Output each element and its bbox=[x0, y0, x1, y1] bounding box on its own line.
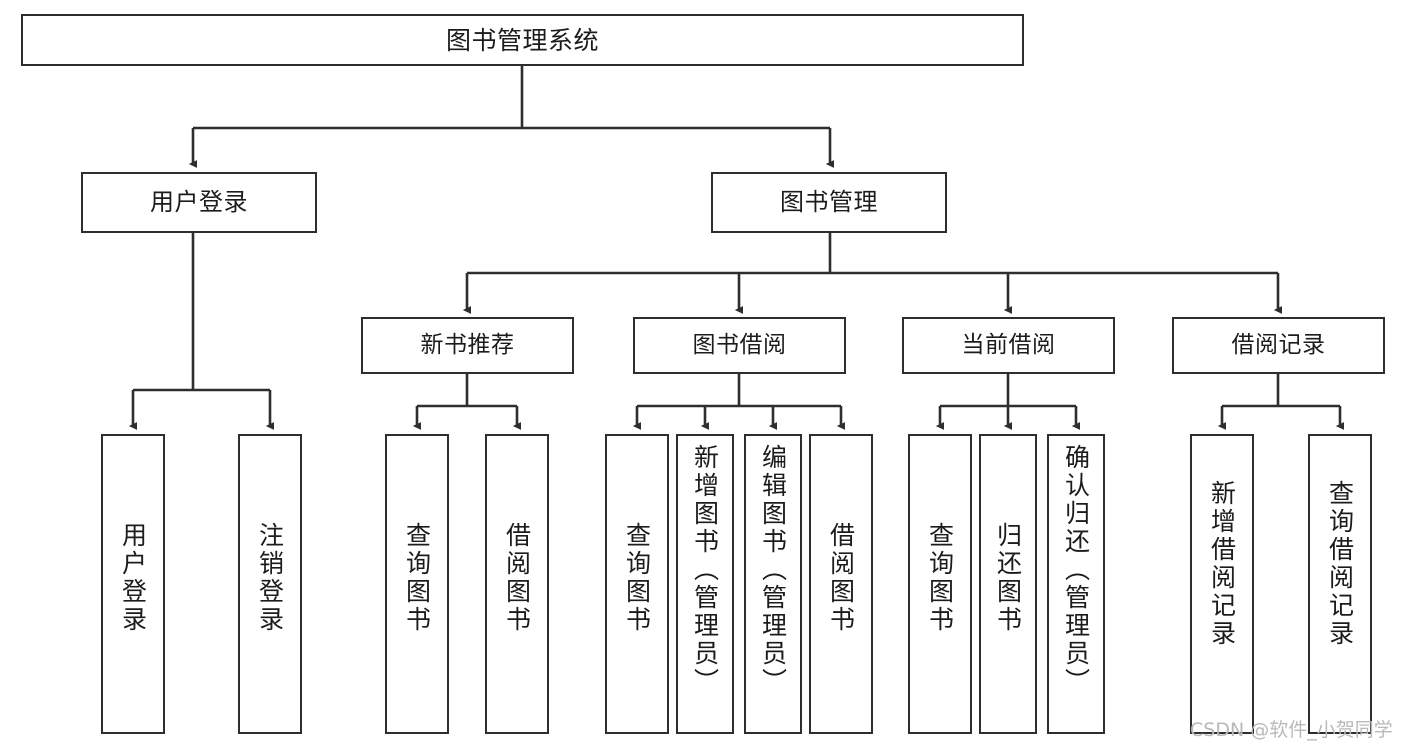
node-label: 当前借阅 bbox=[961, 332, 1056, 359]
node-label: 用户登录 bbox=[118, 522, 148, 634]
node-label: 编辑图书（管理员） bbox=[758, 444, 788, 696]
node-label: 查询借阅记录 bbox=[1325, 480, 1355, 648]
node-book-management-system[interactable]: 图书管理系统 bbox=[21, 14, 1024, 66]
node-label: 图书管理系统 bbox=[445, 25, 599, 55]
node-book-borrow[interactable]: 图书借阅 bbox=[633, 317, 846, 374]
node-label: 借阅图书 bbox=[826, 522, 856, 634]
node-label: 新增图书（管理员） bbox=[690, 444, 720, 696]
node-leaf-query-record[interactable]: 查询借阅记录 bbox=[1308, 434, 1372, 734]
node-leaf-borrow-book-2[interactable]: 借阅图书 bbox=[809, 434, 873, 734]
node-label: 查询图书 bbox=[402, 522, 432, 634]
node-leaf-return-book[interactable]: 归还图书 bbox=[979, 434, 1037, 734]
node-label: 归还图书 bbox=[993, 522, 1023, 634]
node-leaf-borrow-book-1[interactable]: 借阅图书 bbox=[485, 434, 549, 734]
node-leaf-query-book-3[interactable]: 查询图书 bbox=[908, 434, 972, 734]
node-user-login[interactable]: 用户登录 bbox=[81, 172, 317, 233]
node-label: 查询图书 bbox=[622, 522, 652, 634]
node-leaf-logout-login[interactable]: 注销登录 bbox=[238, 434, 302, 734]
node-borrow-record[interactable]: 借阅记录 bbox=[1172, 317, 1385, 374]
node-leaf-confirm-return[interactable]: 确认归还（管理员） bbox=[1047, 434, 1105, 734]
node-label: 确认归还（管理员） bbox=[1061, 444, 1091, 696]
node-new-book-recommend[interactable]: 新书推荐 bbox=[361, 317, 574, 374]
watermark: CSDN @软件_小贺同学 bbox=[1190, 719, 1393, 741]
node-leaf-add-record[interactable]: 新增借阅记录 bbox=[1190, 434, 1254, 734]
node-book-management[interactable]: 图书管理 bbox=[711, 172, 947, 233]
node-label: 查询图书 bbox=[925, 522, 955, 634]
node-label: 用户登录 bbox=[150, 187, 248, 216]
node-label: 注销登录 bbox=[255, 522, 285, 634]
node-label: 图书管理 bbox=[780, 187, 878, 216]
node-leaf-user-login[interactable]: 用户登录 bbox=[101, 434, 165, 734]
node-label: 借阅图书 bbox=[502, 522, 532, 634]
node-label: 新增借阅记录 bbox=[1207, 480, 1237, 648]
node-leaf-edit-book[interactable]: 编辑图书（管理员） bbox=[744, 434, 802, 734]
node-label: 新书推荐 bbox=[420, 332, 515, 359]
node-label: 图书借阅 bbox=[692, 332, 787, 359]
node-label: 借阅记录 bbox=[1231, 332, 1326, 359]
node-current-borrow[interactable]: 当前借阅 bbox=[902, 317, 1115, 374]
node-leaf-query-book-1[interactable]: 查询图书 bbox=[385, 434, 449, 734]
node-leaf-add-book[interactable]: 新增图书（管理员） bbox=[676, 434, 734, 734]
node-leaf-query-book-2[interactable]: 查询图书 bbox=[605, 434, 669, 734]
